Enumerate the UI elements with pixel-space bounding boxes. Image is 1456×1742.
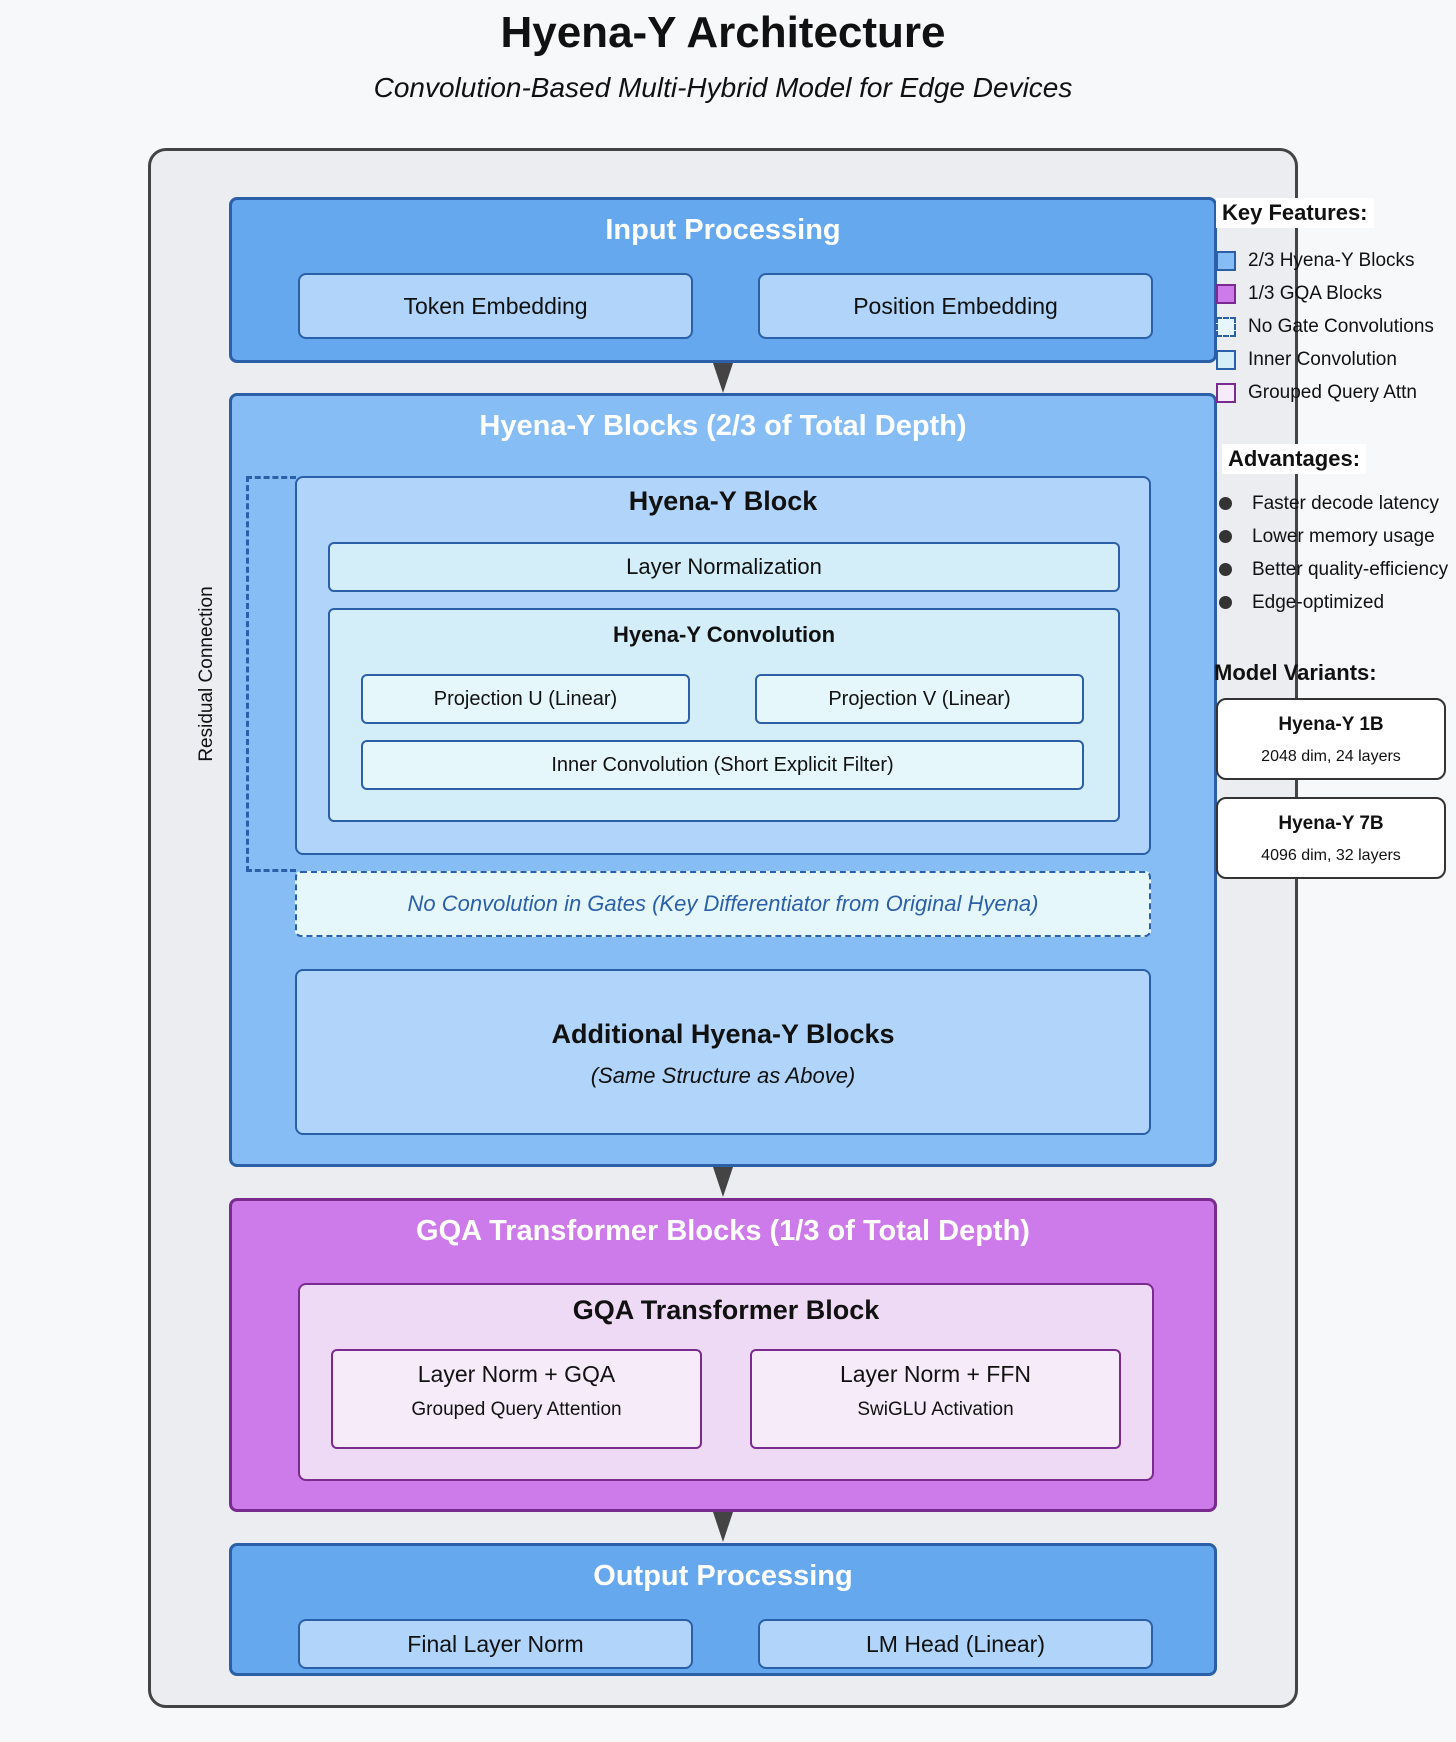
legend-item: No Gate Convolutions	[1216, 310, 1456, 343]
key-features-list: 2/3 Hyena-Y Blocks 1/3 GQA Blocks No Gat…	[1216, 244, 1456, 409]
hyena-y-convolution-title: Hyena-Y Convolution	[612, 622, 836, 647]
token-embedding-box: Token Embedding	[298, 273, 693, 339]
page-subtitle: Convolution-Based Multi-Hybrid Model for…	[373, 72, 1073, 103]
legend-label: Grouped Query Attn	[1248, 381, 1417, 403]
advantages-list: Faster decode latency Lower memory usage…	[1219, 487, 1456, 619]
legend-label: No Gate Convolutions	[1248, 315, 1434, 337]
advantage-item: Edge-optimized	[1219, 586, 1456, 619]
key-features-heading: Key Features:	[1216, 198, 1374, 228]
input-processing-title: Input Processing	[605, 214, 841, 246]
inner-convolution-box: Inner Convolution (Short Explicit Filter…	[361, 740, 1084, 790]
advantage-item: Faster decode latency	[1219, 487, 1456, 520]
position-embedding-box: Position Embedding	[758, 273, 1153, 339]
arrow-down-3	[713, 1512, 733, 1542]
legend-label: 1/3 GQA Blocks	[1248, 282, 1383, 304]
layer-norm-gqa-title: Layer Norm + GQA	[417, 1361, 616, 1387]
variant-spec: 2048 dim, 24 layers	[1261, 748, 1401, 765]
legend-label: 2/3 Hyena-Y Blocks	[1248, 249, 1415, 271]
arrow-down-1	[713, 363, 733, 393]
gqa-transformer-block: GQA Transformer Block Layer Norm + GQA G…	[298, 1283, 1154, 1481]
arrow-down-2	[713, 1167, 733, 1197]
legend-item: 1/3 GQA Blocks	[1216, 277, 1456, 310]
residual-connection-line	[246, 476, 296, 872]
input-processing-section: Input Processing Token Embedding Positio…	[229, 197, 1217, 363]
legend-swatch	[1216, 250, 1236, 271]
legend-item: Grouped Query Attn	[1216, 376, 1456, 409]
hyena-y-block-title: Hyena-Y Block	[628, 486, 818, 516]
bullet-icon	[1219, 530, 1232, 543]
hyena-y-convolution-box: Hyena-Y Convolution Projection U (Linear…	[328, 608, 1120, 822]
model-variants-heading: Model Variants:	[1214, 660, 1377, 685]
legend-item: Inner Convolution	[1216, 343, 1456, 376]
bullet-icon	[1219, 497, 1232, 510]
page-title: Hyena-Y Architecture	[500, 8, 946, 57]
variant-name: Hyena-Y 7B	[1278, 813, 1384, 834]
layer-norm-ffn-title: Layer Norm + FFN	[839, 1361, 1032, 1387]
legend-swatch	[1216, 349, 1236, 370]
additional-hyena-blocks-title: Additional Hyena-Y Blocks	[551, 1019, 895, 1049]
legend-swatch	[1216, 283, 1236, 304]
variant-card-7b: Hyena-Y 7B 4096 dim, 32 layers	[1216, 797, 1446, 879]
no-gate-convolution-note: No Convolution in Gates (Key Differentia…	[295, 871, 1151, 937]
additional-hyena-blocks-box: Additional Hyena-Y Blocks (Same Structur…	[295, 969, 1151, 1135]
legend-label: Inner Convolution	[1248, 348, 1397, 370]
output-processing-section: Output Processing Final Layer Norm LM He…	[229, 1543, 1217, 1676]
advantage-label: Better quality-efficiency	[1252, 558, 1449, 580]
legend-swatch	[1216, 382, 1236, 403]
layer-norm-gqa-box: Layer Norm + GQA Grouped Query Attention	[331, 1349, 702, 1449]
layer-norm-ffn-box: Layer Norm + FFN SwiGLU Activation	[750, 1349, 1121, 1449]
projection-v-box: Projection V (Linear)	[755, 674, 1084, 724]
gqa-blocks-section: GQA Transformer Blocks (1/3 of Total Dep…	[229, 1198, 1217, 1512]
legend-item: 2/3 Hyena-Y Blocks	[1216, 244, 1456, 277]
gqa-blocks-title: GQA Transformer Blocks (1/3 of Total Dep…	[416, 1215, 1030, 1247]
layer-norm-gqa-subtitle: Grouped Query Attention	[411, 1399, 622, 1420]
residual-connection-label: Residual Connection	[196, 586, 217, 762]
advantage-label: Edge-optimized	[1252, 591, 1385, 613]
variant-name: Hyena-Y 1B	[1278, 714, 1384, 735]
hyena-y-block: Hyena-Y Block Layer Normalization Hyena-…	[295, 476, 1151, 855]
advantage-item: Better quality-efficiency	[1219, 553, 1456, 586]
additional-hyena-blocks-subtitle: (Same Structure as Above)	[590, 1063, 856, 1088]
gqa-transformer-block-title: GQA Transformer Block	[572, 1295, 880, 1325]
legend-swatch	[1216, 316, 1236, 337]
projection-u-box: Projection U (Linear)	[361, 674, 690, 724]
output-processing-title: Output Processing	[593, 1560, 853, 1592]
final-layer-norm-box: Final Layer Norm	[298, 1619, 693, 1669]
hyena-blocks-title: Hyena-Y Blocks (2/3 of Total Depth)	[479, 410, 967, 442]
advantage-item: Lower memory usage	[1219, 520, 1456, 553]
lm-head-box: LM Head (Linear)	[758, 1619, 1153, 1669]
layer-normalization-box: Layer Normalization	[328, 542, 1120, 592]
advantage-label: Lower memory usage	[1252, 525, 1435, 547]
variant-card-1b: Hyena-Y 1B 2048 dim, 24 layers	[1216, 698, 1446, 780]
bullet-icon	[1219, 596, 1232, 609]
advantages-heading: Advantages:	[1222, 444, 1367, 474]
layer-norm-ffn-subtitle: SwiGLU Activation	[857, 1399, 1014, 1420]
advantage-label: Faster decode latency	[1252, 492, 1439, 514]
bullet-icon	[1219, 563, 1232, 576]
variant-spec: 4096 dim, 32 layers	[1261, 847, 1401, 864]
